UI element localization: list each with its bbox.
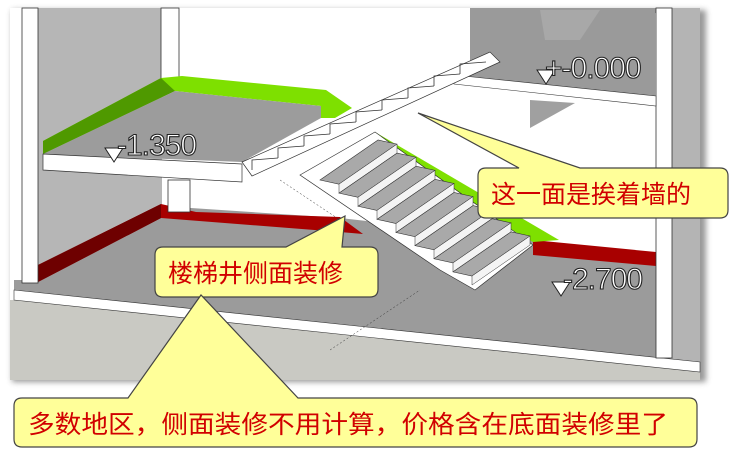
callout-stairwell-side: 楼梯井侧面装修 <box>154 214 379 298</box>
callout-text: 多数地区，侧面装修不用计算，价格含在底面装修里了 <box>28 410 668 439</box>
stair-step <box>329 121 357 134</box>
elevation-marker-lower: -2.700 <box>551 262 644 297</box>
support-post <box>167 179 191 213</box>
stairwell-side-face-left <box>38 204 363 282</box>
stair-step <box>303 133 331 146</box>
stair-step <box>277 145 305 158</box>
elevation-arrow-icon <box>104 147 124 163</box>
elevation-label: -2.700 <box>563 263 642 296</box>
stair-step <box>459 61 487 74</box>
stair-step <box>407 85 435 98</box>
elevation-label: -1.350 <box>117 129 196 162</box>
upper-left-landing <box>43 91 321 162</box>
stair-riser <box>471 235 531 286</box>
upper-stair-flight <box>241 51 501 177</box>
stair-step <box>355 109 383 122</box>
stairwell-side-face-right <box>533 240 656 266</box>
elevation-arrow-icon <box>536 69 556 85</box>
stair-step <box>433 73 461 86</box>
left-column <box>21 7 39 284</box>
stair-step <box>251 157 279 170</box>
floor-edge <box>13 289 701 373</box>
elevation-marker-upper-right: +-0.000 <box>536 51 642 86</box>
wall-adjacent-face-upper <box>43 76 352 154</box>
callout-note: 多数地区，侧面装修不用计算，价格含在底面装修里了 <box>13 294 698 448</box>
stair-step <box>381 97 409 110</box>
elevation-label: +-0.000 <box>545 52 641 85</box>
callout-text: 楼梯井侧面装修 <box>168 259 343 288</box>
callout-wall-side: 这一面是挨着墙的 <box>417 112 729 219</box>
elevation-marker-upper-left: -1.350 <box>104 128 198 163</box>
elevation-arrow-icon <box>551 281 571 297</box>
callout-text: 这一面是挨着墙的 <box>491 180 691 209</box>
